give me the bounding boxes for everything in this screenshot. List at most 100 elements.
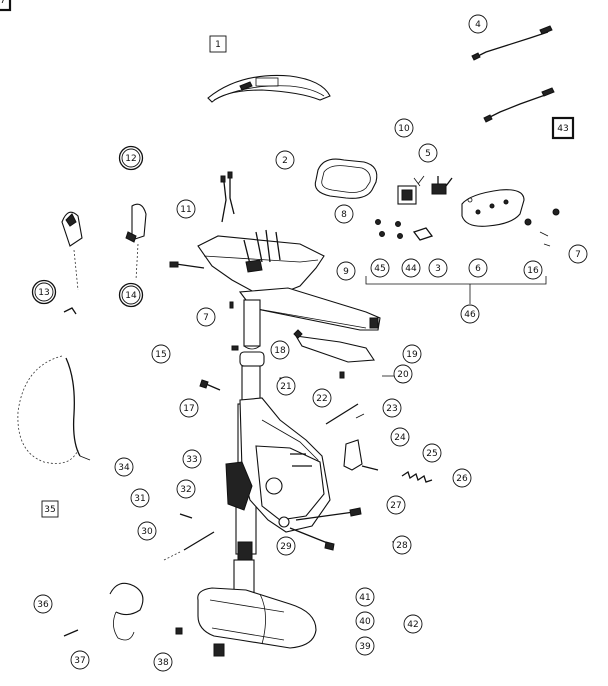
callout-text: 15 bbox=[155, 350, 166, 360]
callout-21: 21 bbox=[276, 376, 296, 396]
callout-16: 16 bbox=[523, 260, 543, 280]
small-hardware-parts bbox=[63, 301, 433, 641]
top-cover-part bbox=[207, 74, 331, 103]
callout-text: 6 bbox=[475, 264, 481, 274]
mounting-bracket bbox=[225, 397, 362, 551]
wire-harness-part bbox=[220, 171, 235, 223]
callout-31: 31 bbox=[130, 488, 150, 508]
callout-8: 8 bbox=[334, 204, 354, 224]
callout-text: 2 bbox=[282, 156, 288, 166]
callout-text: 36 bbox=[37, 600, 49, 610]
bezel-part bbox=[314, 158, 378, 199]
callout-38: 38 bbox=[153, 652, 173, 672]
switch-assembly-part bbox=[375, 175, 560, 247]
callout-text: 27 bbox=[390, 501, 401, 511]
callout-text: 3 bbox=[435, 264, 441, 274]
callout-1: 1 bbox=[209, 35, 227, 53]
callout-text: 9 bbox=[343, 267, 349, 277]
callout-32: 32 bbox=[176, 479, 196, 499]
callout-34: 34 bbox=[114, 457, 134, 477]
wire-lead-part bbox=[483, 87, 555, 123]
callout-43: 43 bbox=[551, 116, 575, 140]
callout-text: 23 bbox=[386, 404, 397, 414]
callout-11: 11 bbox=[176, 199, 196, 219]
callout-text: 37 bbox=[74, 656, 85, 666]
callout-15: 15 bbox=[151, 344, 171, 364]
callout-text: 42 bbox=[407, 620, 418, 630]
callout-37: 37 bbox=[70, 650, 90, 670]
callout-text: 20 bbox=[397, 370, 409, 380]
callout-23: 23 bbox=[382, 398, 402, 418]
callout-14: 14 bbox=[118, 282, 144, 308]
callout-text: 18 bbox=[274, 346, 286, 356]
callout-45: 45 bbox=[370, 258, 390, 278]
callout-44: 44 bbox=[401, 258, 421, 278]
callout-13: 13 bbox=[31, 279, 57, 305]
callout-33: 33 bbox=[182, 449, 202, 469]
callout-text: 8 bbox=[341, 210, 347, 220]
callout-text: 30 bbox=[141, 527, 153, 537]
callout-text: 33 bbox=[186, 455, 197, 465]
callout-24: 24 bbox=[390, 427, 410, 447]
callout-text: 31 bbox=[134, 494, 145, 504]
callout-6: 6 bbox=[468, 258, 488, 278]
callout-text: 19 bbox=[406, 350, 418, 360]
callout-text: 11 bbox=[180, 205, 191, 215]
callout-28: 28 bbox=[392, 535, 412, 555]
callout-22: 22 bbox=[312, 388, 332, 408]
callout-26: 26 bbox=[452, 468, 472, 488]
callout-4: 4 bbox=[468, 14, 488, 34]
callout-7: 7 bbox=[568, 244, 588, 264]
callout-text: 14 bbox=[125, 291, 137, 301]
callout-7: 7 bbox=[196, 307, 216, 327]
callout-35: 35 bbox=[41, 500, 59, 518]
callout-text: 29 bbox=[280, 542, 292, 552]
callout-41: 41 bbox=[355, 587, 375, 607]
callout-text: 40 bbox=[359, 617, 371, 627]
callout-text: 16 bbox=[527, 266, 539, 276]
callout-text: 22 bbox=[316, 394, 327, 404]
callout-12: 12 bbox=[118, 145, 144, 171]
callout-text: 25 bbox=[426, 449, 437, 459]
power-cable-part bbox=[17, 355, 91, 464]
callout-text: 43 bbox=[557, 124, 568, 134]
callout-text: 28 bbox=[396, 541, 408, 551]
callout-text: 38 bbox=[157, 658, 169, 668]
callout-text: 35 bbox=[44, 505, 55, 515]
callout-text: 39 bbox=[359, 642, 371, 652]
callout-9: 9 bbox=[336, 261, 356, 281]
lower-unit-motor bbox=[197, 587, 317, 657]
callout-text: 12 bbox=[125, 154, 136, 164]
callout-27: 27 bbox=[386, 495, 406, 515]
callout-42: 42 bbox=[403, 614, 423, 634]
callout-46: 46 bbox=[460, 304, 480, 324]
callout-20: 20 bbox=[393, 364, 413, 384]
callout-47: 47 bbox=[0, 0, 12, 12]
callout-2: 2 bbox=[275, 150, 295, 170]
callout-text: 7 bbox=[203, 313, 209, 323]
callout-text: 5 bbox=[425, 149, 431, 159]
callout-text: 45 bbox=[374, 264, 385, 274]
callout-5: 5 bbox=[418, 143, 438, 163]
callout-text: 46 bbox=[464, 310, 476, 320]
plug-wire-part bbox=[471, 25, 553, 61]
callout-text: 26 bbox=[456, 474, 468, 484]
callout-text: 34 bbox=[118, 463, 130, 473]
callout-text: 4 bbox=[475, 20, 481, 30]
callout-text: 21 bbox=[280, 382, 291, 392]
callout-text: 32 bbox=[180, 485, 191, 495]
battery-clamps-part bbox=[61, 203, 147, 315]
callout-30: 30 bbox=[137, 521, 157, 541]
callout-10: 10 bbox=[394, 118, 414, 138]
callout-text: 41 bbox=[359, 593, 370, 603]
control-head-housing bbox=[169, 229, 325, 295]
callout-text: 13 bbox=[38, 288, 49, 298]
callout-40: 40 bbox=[355, 611, 375, 631]
callout-29: 29 bbox=[276, 536, 296, 556]
callout-36: 36 bbox=[33, 594, 53, 614]
callout-18: 18 bbox=[270, 340, 290, 360]
callout-text: 1 bbox=[215, 40, 221, 50]
